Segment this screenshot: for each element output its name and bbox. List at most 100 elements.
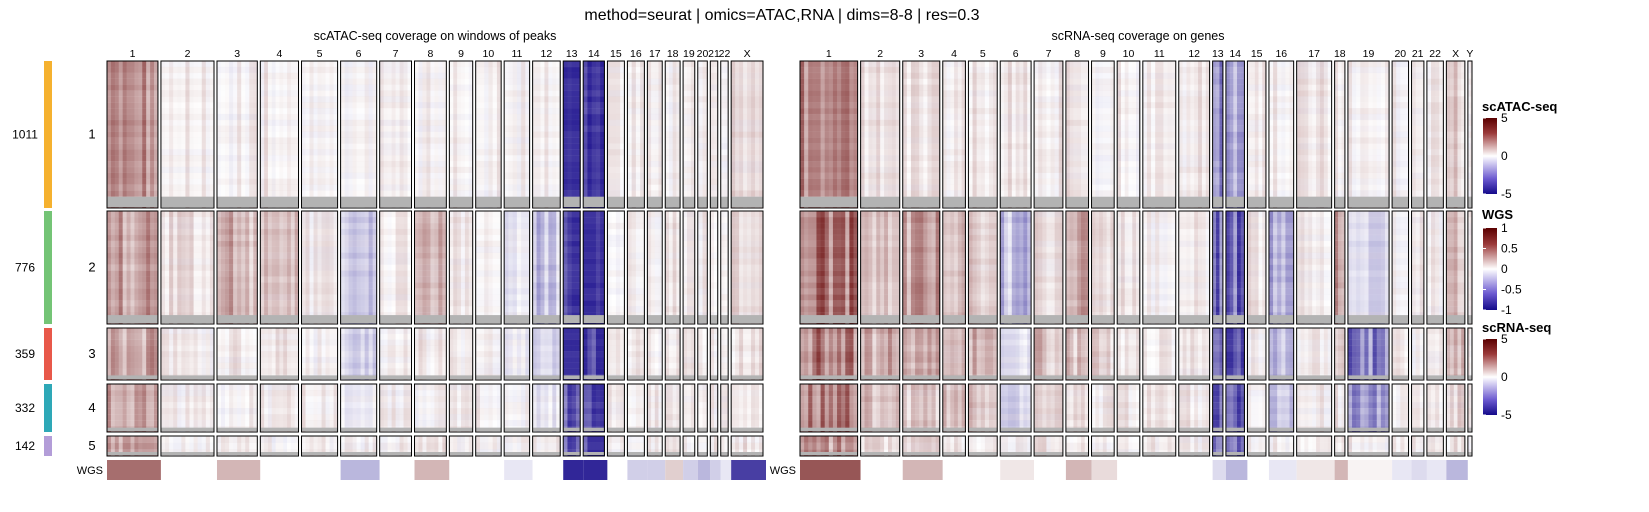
heatmap-texture (1268, 408, 1294, 415)
heatmap-texture (1212, 166, 1223, 174)
heatmap-stripe (923, 384, 928, 432)
heatmap-block-border (626, 327, 645, 381)
heatmap-texture (800, 328, 858, 335)
heatmap-texture (1091, 119, 1115, 126)
heatmap-texture (1247, 84, 1266, 91)
heatmap-texture (260, 178, 299, 185)
heatmap-texture (1142, 90, 1176, 97)
heatmap-texture (720, 282, 729, 289)
heatmap-stripe (860, 436, 865, 456)
heatmap-block-border (340, 383, 378, 433)
heatmap-texture (720, 396, 729, 403)
heatmap-texture (683, 328, 695, 335)
heatmap-stripe (676, 328, 681, 380)
heatmap-stripe (245, 61, 250, 208)
heatmap-stripe (931, 384, 937, 432)
heatmap-stripe (225, 384, 230, 432)
heatmap-texture (1296, 306, 1332, 313)
heatmap-texture (1142, 258, 1176, 265)
heatmap-texture (504, 228, 530, 236)
heatmap-texture (800, 414, 858, 421)
heatmap-texture (1178, 333, 1210, 340)
heatmap-block-border (379, 210, 413, 325)
heatmap-texture (340, 384, 377, 391)
heatmap-texture (627, 414, 645, 421)
heatmap-block-border (160, 435, 215, 457)
missing-data-band (260, 375, 299, 379)
heatmap-texture (532, 96, 561, 103)
heatmap-stripe (379, 61, 385, 208)
heatmap-texture (107, 222, 158, 230)
heatmap-texture (1347, 390, 1390, 397)
heatmap-texture (1142, 178, 1176, 185)
missing-data-band (683, 196, 695, 207)
heatmap-stripe (697, 211, 703, 324)
heatmap-stripe (1110, 61, 1115, 208)
heatmap-texture (301, 172, 338, 179)
missing-data-band (379, 375, 412, 379)
heatmap-stripe (1201, 328, 1207, 380)
heatmap-stripe (260, 436, 265, 456)
heatmap-texture (1117, 172, 1140, 179)
heatmap-texture (260, 113, 299, 121)
heatmap-texture (216, 102, 258, 109)
heatmap-stripe (340, 328, 346, 380)
heatmap-texture (301, 328, 338, 335)
missing-data-band (860, 315, 900, 323)
heatmap-texture (665, 306, 681, 313)
heatmap-texture (697, 190, 708, 197)
missing-data-band (1178, 196, 1210, 207)
heatmap-stripe (1046, 384, 1051, 432)
heatmap-texture (683, 246, 695, 253)
heatmap-texture (414, 436, 447, 443)
heatmap-texture (1347, 384, 1390, 391)
heatmap-texture (1247, 78, 1266, 85)
heatmap-texture (1334, 328, 1345, 335)
missing-data-band (1347, 375, 1390, 379)
heatmap-texture (1334, 345, 1345, 352)
heatmap-texture (379, 402, 412, 409)
heatmap-texture (942, 66, 966, 74)
heatmap-texture (1347, 178, 1390, 185)
heatmap-stripe (418, 436, 423, 456)
heatmap-texture (1268, 402, 1294, 409)
missing-data-band (968, 315, 998, 323)
heatmap-texture (1142, 149, 1176, 156)
heatmap-texture (968, 351, 998, 358)
heatmap-block-border (532, 383, 561, 433)
heatmap-texture (720, 90, 729, 97)
heatmap-cell-block (216, 383, 258, 433)
heatmap-stripe (407, 61, 412, 208)
heatmap-texture (1411, 234, 1424, 242)
heatmap-texture (1247, 258, 1266, 265)
heatmap-texture (532, 66, 561, 74)
heatmap-stripe (1000, 328, 1005, 380)
heatmap-stripe (860, 328, 865, 380)
heatmap-texture (1225, 102, 1245, 109)
heatmap-block-border (860, 435, 901, 457)
heatmap-stripe (177, 328, 182, 380)
heatmap-texture (340, 396, 377, 403)
heatmap-block-border (967, 383, 998, 433)
heatmap-stripe (600, 211, 605, 324)
chromosome-label: 21 (1412, 48, 1424, 60)
chromosome-label: 17 (1308, 48, 1320, 60)
heatmap-stripe (615, 211, 621, 324)
heatmap-stripe (305, 328, 310, 380)
heatmap-texture (902, 90, 940, 97)
heatmap-texture (627, 442, 645, 450)
heatmap-texture (1411, 143, 1424, 150)
heatmap-texture (1065, 155, 1089, 162)
heatmap-texture (697, 240, 708, 247)
heatmap-stripe (1281, 328, 1286, 380)
heatmap-texture (647, 328, 663, 335)
heatmap-stripe (422, 61, 427, 208)
heatmap-texture (379, 149, 412, 156)
heatmap-texture (107, 328, 158, 335)
heatmap-texture (340, 190, 377, 197)
missing-data-band (860, 196, 900, 207)
heatmap-texture (1178, 351, 1210, 358)
heatmap-stripe (438, 436, 443, 456)
heatmap-texture (1091, 270, 1115, 277)
